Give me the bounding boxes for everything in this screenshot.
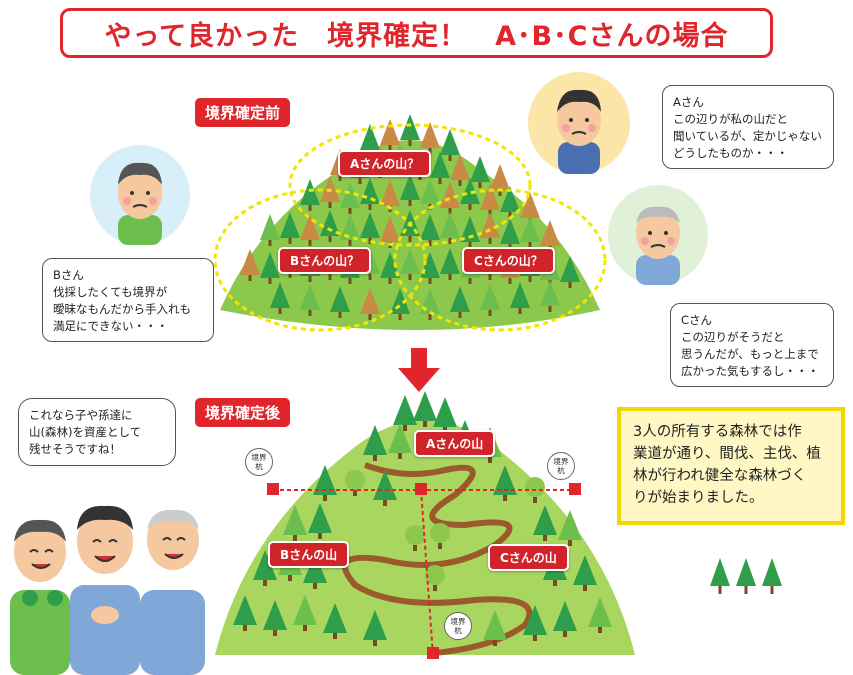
bubble-c-line-3: 広かった気もするし・・・ (681, 364, 819, 378)
summary-line-1: 3人の所有する森林では作 (633, 424, 802, 440)
page-title: やって良かった 境界確定！ A･B･Cさんの場合 (104, 20, 729, 52)
before-mountain-illustration (213, 114, 607, 332)
speaker-name-c: Cさん (681, 313, 713, 327)
before-label-a: Aさんの山？ (338, 150, 432, 177)
summary-box: 3人の所有する森林では作 業道が通り、間伐、主伐、植 林が行われ健全な森林づく … (617, 407, 845, 525)
before-tag: 境界確定前 (195, 98, 291, 127)
summary-line-2: 業道が通り、間伐、主伐、植 (633, 446, 821, 462)
speech-bubble-b: Bさん 伐採したくても境界が 曖昧なもんだから手入れも 満足にできない・・・ (42, 258, 214, 342)
after-label-a: Aさんの山 (414, 430, 496, 457)
happy-owners-illustration (10, 505, 205, 675)
bubble-c-line-1: この辺りがそうだと (681, 330, 785, 344)
bubble-a-line-3: どうしたものか・・・ (673, 146, 788, 160)
work-road (342, 462, 533, 656)
speech-bubble-c: Cさん この辺りがそうだと 思うんだが、もっと上まで 広かった気もするし・・・ (670, 303, 834, 387)
before-label-c: Cさんの山？ (462, 247, 555, 274)
bubble-group-line-2: 山(森林)を資産として (29, 425, 142, 439)
boundary-circle-a (288, 123, 532, 247)
owner-c-figure (140, 509, 205, 675)
speech-bubble-group: これなら子や孫達に 山(森林)を資産として 残せそうですね！ (18, 398, 176, 466)
summary-line-4: りが始まりました。 (633, 490, 764, 506)
down-arrow-icon (398, 348, 440, 392)
after-label-b: Bさんの山 (268, 541, 350, 568)
bubble-b-line-2: 曖昧なもんだから手入れも (53, 302, 191, 316)
avatar-c (608, 185, 708, 285)
avatar-b (90, 145, 190, 245)
summary-line-3: 林が行われ健全な森林づく (633, 468, 807, 484)
stake-icon (267, 483, 581, 659)
bubble-b-line-3: 満足にできない・・・ (53, 319, 168, 333)
boundary-circle-c (393, 188, 607, 332)
boundary-circles (213, 123, 607, 332)
boundary-circle-b (213, 188, 427, 332)
stake-label-bottom: 境界杭 (444, 612, 472, 640)
before-label-b: Bさんの山？ (278, 247, 372, 274)
stake-label-left: 境界杭 (245, 448, 273, 476)
worried-face-icon (636, 206, 680, 285)
stake-label-right: 境界杭 (547, 452, 575, 480)
owner-a-figure (70, 505, 140, 675)
bubble-c-line-2: 思うんだが、もっと上まで (681, 347, 819, 361)
bubble-group-line-1: これなら子や孫達に (29, 408, 133, 422)
tree-icon (710, 558, 782, 594)
speaker-name-a: Aさん (673, 95, 704, 109)
speaker-name-b: Bさん (53, 268, 84, 282)
bubble-b-line-1: 伐採したくても境界が (53, 285, 168, 299)
after-label-c: Cさんの山 (488, 544, 569, 571)
after-mountain-illustration (215, 391, 635, 659)
seedling-icon (22, 590, 38, 606)
bubble-group-line-3: 残せそうですね！ (29, 442, 121, 456)
bubble-a-line-1: この辺りが私の山だと (673, 112, 788, 126)
avatar-a (528, 72, 630, 174)
page-title-box: やって良かった 境界確定！ A･B･Cさんの場合 (60, 8, 773, 58)
seedling-icon (47, 590, 63, 606)
worried-face-icon (118, 162, 162, 245)
handshake-icon (91, 606, 119, 624)
owner-b-figure (10, 519, 70, 675)
speech-bubble-a: Aさん この辺りが私の山だと 聞いているが、定かじゃない どうしたものか・・・ (662, 85, 834, 169)
bubble-a-line-2: 聞いているが、定かじゃない (673, 129, 822, 143)
after-tag: 境界確定後 (195, 398, 291, 427)
worried-face-icon (557, 89, 601, 174)
